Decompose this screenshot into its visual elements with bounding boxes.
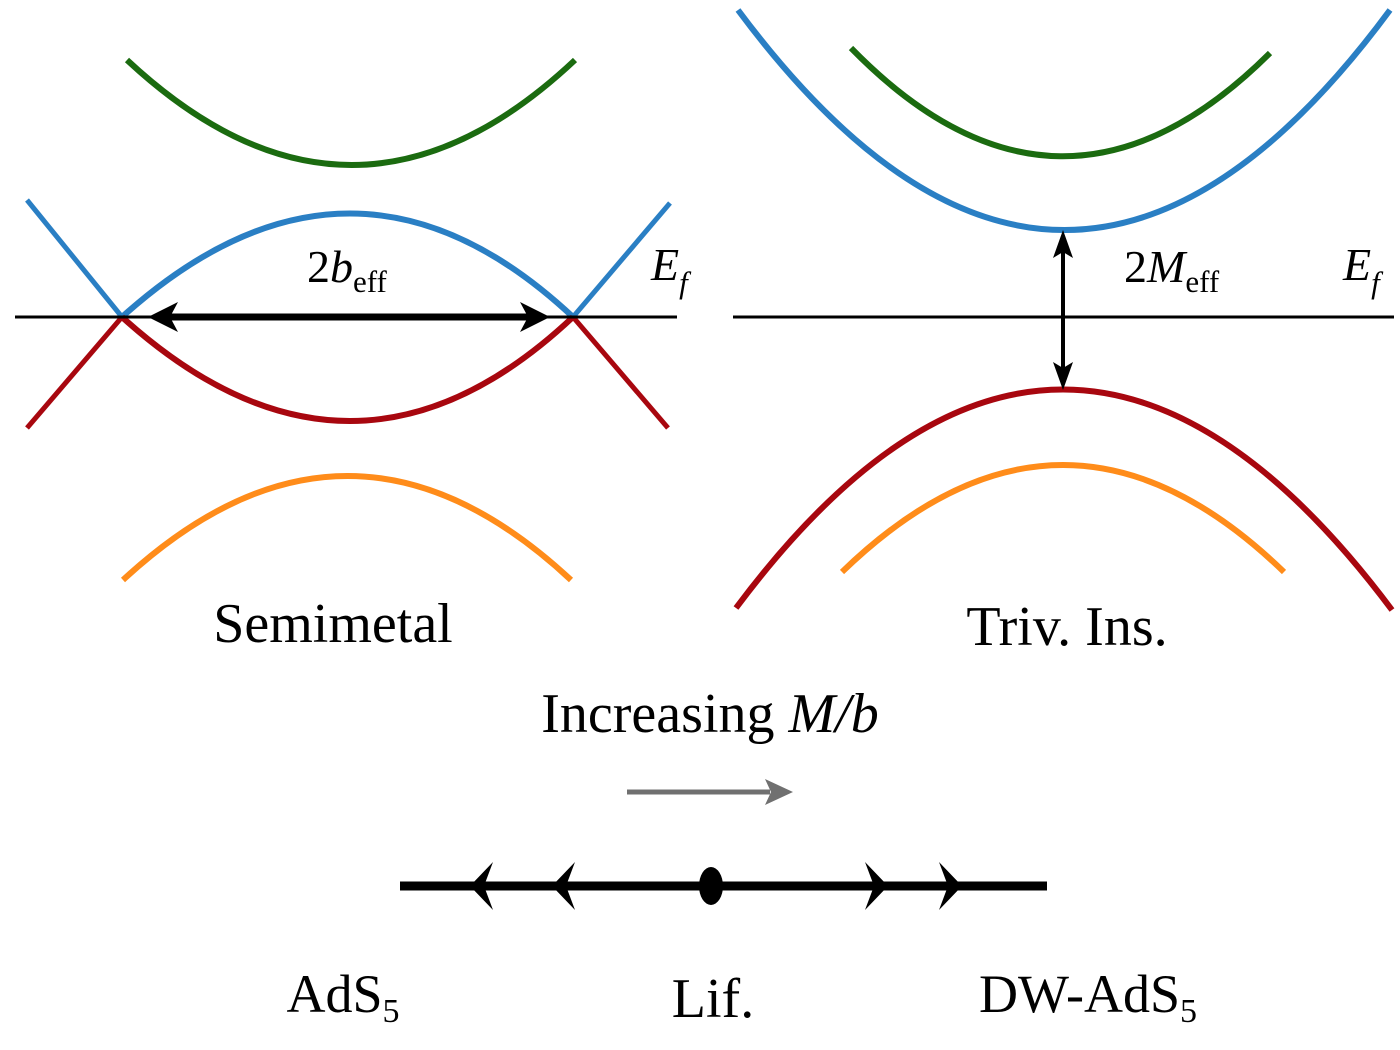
trivial-insulator-panel: 2Meff Ef Triv. Ins. (733, 8, 1395, 658)
separation-label: 2beff (307, 241, 388, 299)
right-orange-band (839, 462, 1287, 575)
lifshitz-fixed-point (699, 867, 723, 905)
flow-arrow-right-2 (939, 862, 962, 910)
left-green-band (124, 57, 578, 168)
rg-flow-section: Increasing M/b AdS5 Lif. DW-AdS5 (286, 683, 1197, 1030)
left-fermi-label: Ef (650, 239, 692, 300)
flow-arrow-left-1 (470, 862, 493, 910)
gap-arrowhead-top (1053, 230, 1073, 258)
right-green-band (848, 45, 1273, 160)
gap-arrowhead-bottom (1053, 362, 1073, 390)
gap-label: 2Meff (1124, 241, 1220, 299)
flow-direction-label: Increasing M/b (541, 683, 878, 745)
right-blue-band (735, 8, 1393, 233)
flow-arrow-right-1 (865, 862, 888, 910)
left-red-band (119, 314, 576, 424)
left-red-band-right-branch (571, 315, 670, 430)
flow-arrow-left-2 (552, 862, 575, 910)
dw-ads5-label: DW-AdS5 (979, 964, 1197, 1030)
left-red-band-left-branch (25, 315, 124, 430)
left-blue-band-right-branch (571, 201, 672, 319)
semimetal-panel: 2beff Ef Semimetal (15, 57, 692, 655)
left-blue-band-left-branch (25, 198, 124, 319)
right-red-band (733, 386, 1395, 612)
left-blue-band (119, 210, 576, 320)
separation-arrowhead-right (520, 302, 550, 332)
lifshitz-label: Lif. (672, 968, 754, 1030)
ads5-label: AdS5 (286, 964, 399, 1030)
separation-arrowhead-left (148, 302, 178, 332)
flow-direction-arrowhead (765, 779, 793, 805)
semimetal-caption: Semimetal (213, 593, 453, 655)
right-fermi-label: Ef (1342, 239, 1384, 300)
left-orange-band (120, 473, 574, 583)
trivial-insulator-caption: Triv. Ins. (966, 596, 1167, 658)
